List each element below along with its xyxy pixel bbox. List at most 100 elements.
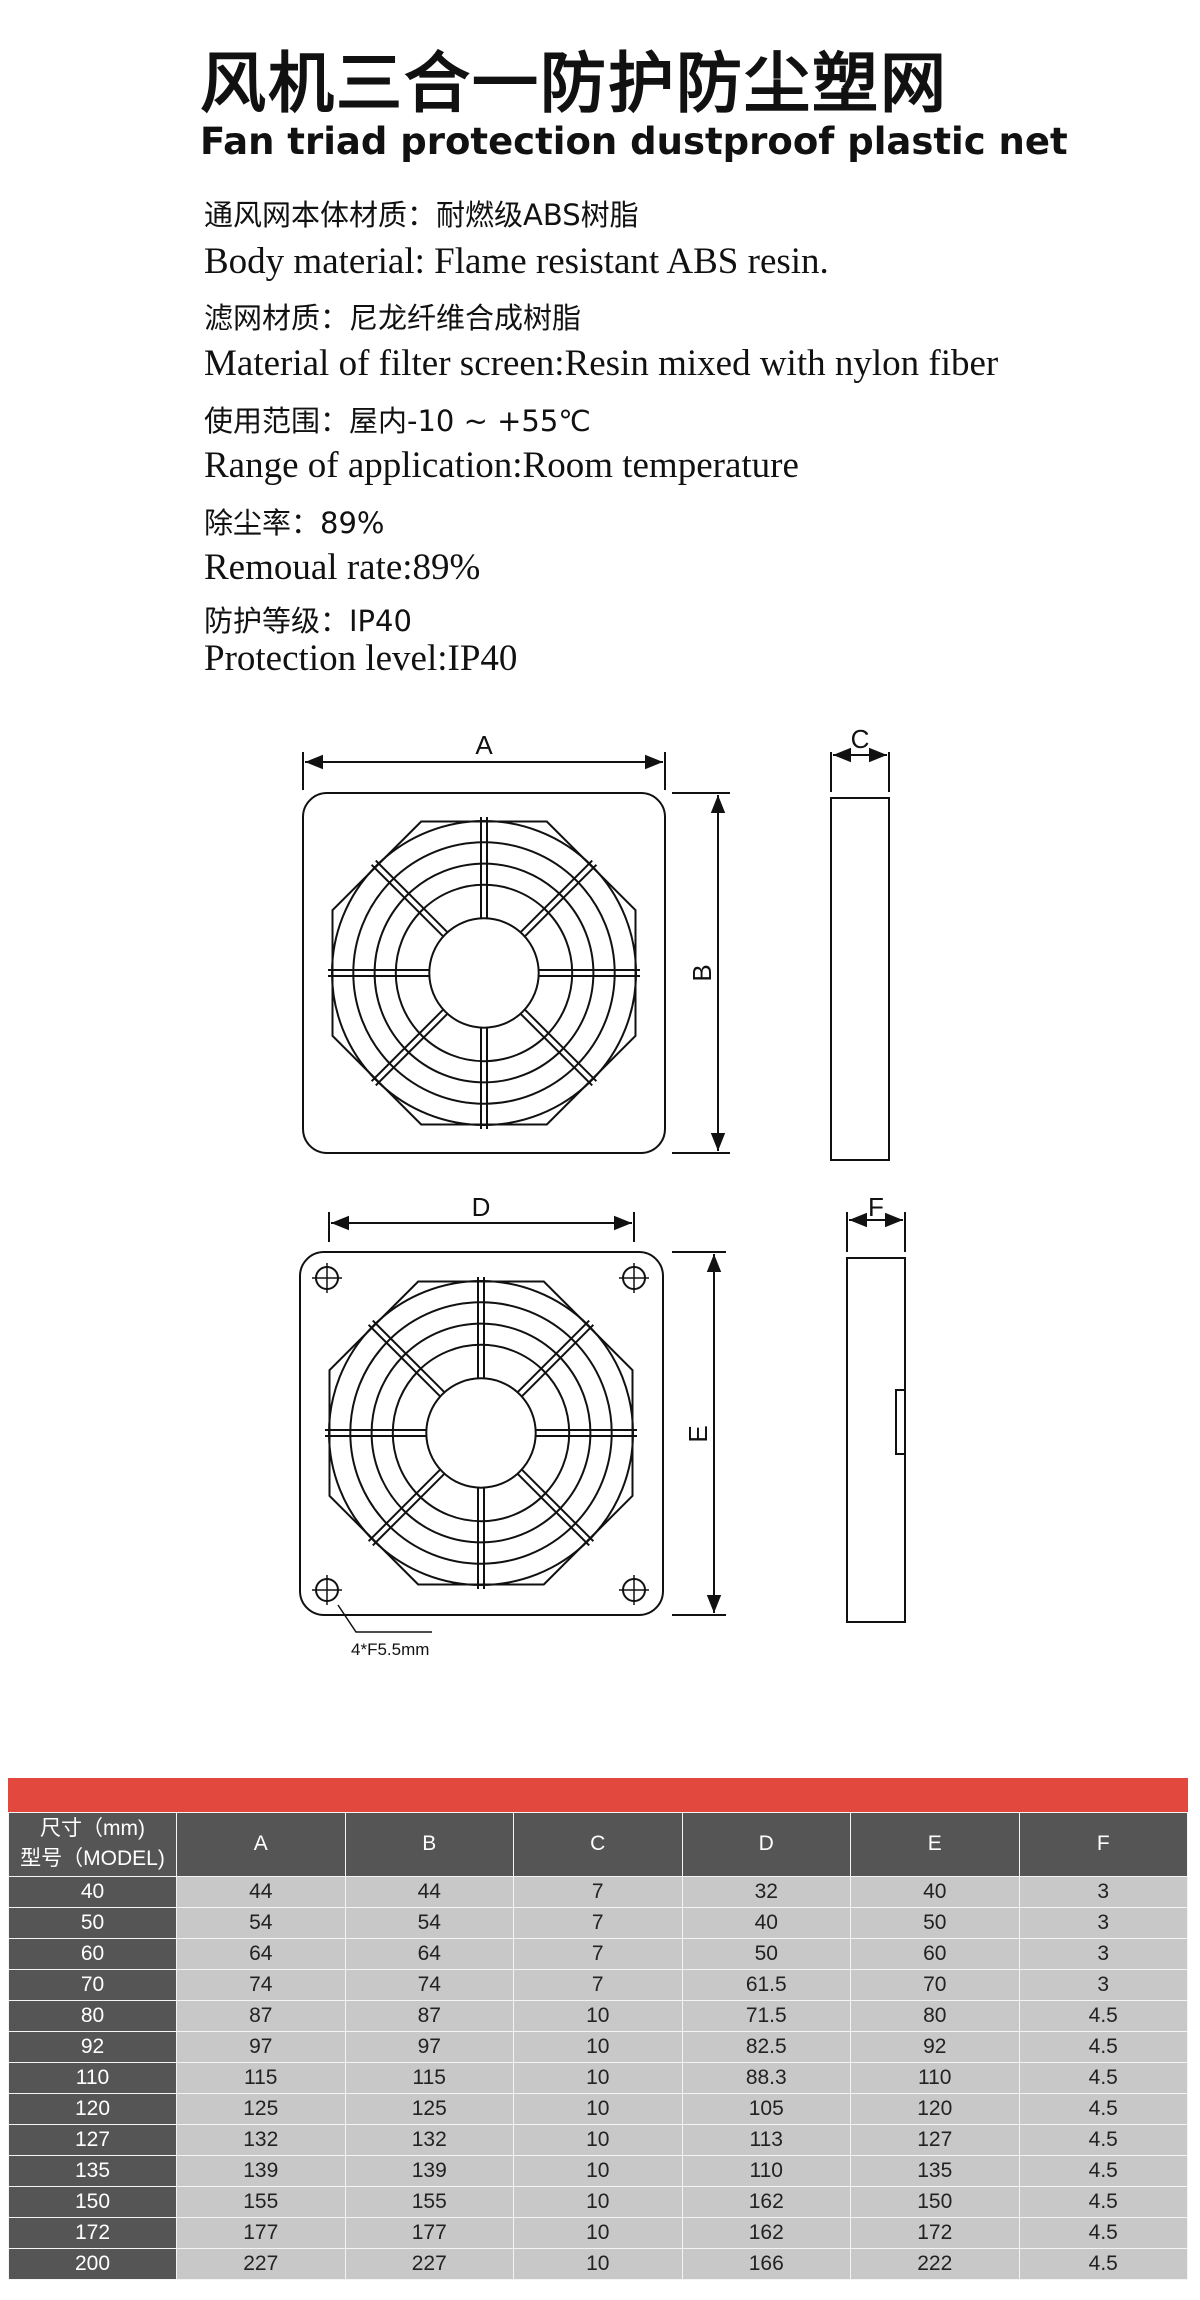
table-cell: 125: [344, 2092, 514, 2125]
model-cell: 92: [8, 2030, 177, 2063]
table-cell: 10: [513, 1999, 683, 2032]
corner-size-label: 尺寸（mm): [40, 1817, 145, 1840]
table-cell: 172: [850, 2216, 1020, 2249]
table-cell: 127: [850, 2123, 1020, 2156]
side-view-top: [830, 797, 890, 1161]
spec-line: 使用范围：屋内-10 ~ +55℃: [204, 404, 591, 438]
table-cell: 50: [681, 1937, 851, 1970]
table-cell: 97: [344, 2030, 514, 2063]
table-cell: 125: [176, 2092, 346, 2125]
model-cell: 150: [8, 2185, 177, 2218]
spec-line: 防护等级：IP40: [204, 604, 412, 638]
column-header-f: F: [1018, 1811, 1188, 1877]
table-cell: 166: [681, 2247, 851, 2280]
table-cell: 3: [1018, 1875, 1188, 1908]
hole-note: 4*F5.5mm: [351, 1640, 429, 1659]
table-cell: 10: [513, 2185, 683, 2218]
table-cell: 110: [681, 2154, 851, 2187]
spec-line: 除尘率：89%: [204, 506, 385, 540]
table-cell: 7: [513, 1875, 683, 1908]
table-cell: 74: [344, 1968, 514, 2001]
table-cell: 32: [681, 1875, 851, 1908]
table-cell: 40: [681, 1906, 851, 1939]
spec-line: Range of application:Room temperature: [204, 445, 799, 486]
table-cell: 82.5: [681, 2030, 851, 2063]
table-cell: 54: [176, 1906, 346, 1939]
table-cell: 10: [513, 2216, 683, 2249]
table-cell: 177: [176, 2216, 346, 2249]
column-header-c: C: [513, 1811, 683, 1877]
table-cell: 40: [850, 1875, 1020, 1908]
column-header-b: B: [344, 1811, 514, 1877]
table-cell: 61.5: [681, 1968, 851, 2001]
table-cell: 4.5: [1018, 2247, 1188, 2280]
table-cell: 87: [176, 1999, 346, 2032]
table-cell: 222: [850, 2247, 1020, 2280]
technical-drawing: A C D F B E 4*F5.5mm: [299, 724, 906, 1659]
model-cell: 50: [8, 1906, 177, 1939]
model-cell: 40: [8, 1875, 177, 1908]
table-cell: 3: [1018, 1968, 1188, 2001]
table-cell: 3: [1018, 1937, 1188, 1970]
page-title-english: Fan triad protection dustproof plastic n…: [200, 120, 1068, 163]
table-cell: 44: [176, 1875, 346, 1908]
column-header-d: D: [681, 1811, 851, 1877]
page-title-chinese: 风机三合一防护防尘塑网: [200, 45, 948, 122]
table-cell: 44: [344, 1875, 514, 1908]
model-cell: 80: [8, 1999, 177, 2032]
table-cell: 155: [344, 2185, 514, 2218]
table-cell: 162: [681, 2185, 851, 2218]
table-cell: 3: [1018, 1906, 1188, 1939]
table-cell: 10: [513, 2154, 683, 2187]
table-cell: 71.5: [681, 1999, 851, 2032]
front-view-bottom: [299, 1251, 664, 1616]
spec-line: 滤网材质：尼龙纤维合成树脂: [204, 301, 582, 335]
model-cell: 60: [8, 1937, 177, 1970]
table-cell: 10: [513, 2123, 683, 2156]
dimension-label-a: A: [475, 730, 493, 760]
table-cell: 4.5: [1018, 2030, 1188, 2063]
table-cell: 87: [344, 1999, 514, 2032]
table-cell: 92: [850, 2030, 1020, 2063]
table-cell: 150: [850, 2185, 1020, 2218]
table-cell: 115: [176, 2061, 346, 2094]
table-cell: 50: [850, 1906, 1020, 1939]
table-cell: 10: [513, 2061, 683, 2094]
table-cell: 70: [850, 1968, 1020, 2001]
dimension-label-b: B: [687, 964, 717, 981]
model-cell: 172: [8, 2216, 177, 2249]
table-cell: 105: [681, 2092, 851, 2125]
table-cell: 7: [513, 1968, 683, 2001]
model-cell: 70: [8, 1968, 177, 2001]
table-cell: 227: [344, 2247, 514, 2280]
column-header-a: A: [176, 1811, 346, 1877]
table-cell: 177: [344, 2216, 514, 2249]
table-header-row: 尺寸（mm) 型号（MODEL) A B C D E F: [8, 1811, 1188, 1877]
fan-grille: [325, 1277, 637, 1589]
dimension-label-d: D: [472, 1192, 491, 1222]
table-cell: 7: [513, 1937, 683, 1970]
table-cell: 139: [344, 2154, 514, 2187]
fan-grille: [328, 817, 640, 1129]
spec-line: 通风网本体材质：耐燃级ABS树脂: [204, 198, 639, 232]
table-cell: 139: [176, 2154, 346, 2187]
dimension-label-f: F: [868, 1192, 884, 1222]
table-cell: 88.3: [681, 2061, 851, 2094]
corner-model-label: 型号（MODEL): [20, 1847, 165, 1870]
table-cell: 64: [344, 1937, 514, 1970]
spec-line: Material of filter screen:Resin mixed wi…: [204, 343, 999, 384]
table-cell: 10: [513, 2030, 683, 2063]
table-cell: 227: [176, 2247, 346, 2280]
table-corner-header: 尺寸（mm) 型号（MODEL): [8, 1811, 177, 1877]
table-cell: 132: [344, 2123, 514, 2156]
